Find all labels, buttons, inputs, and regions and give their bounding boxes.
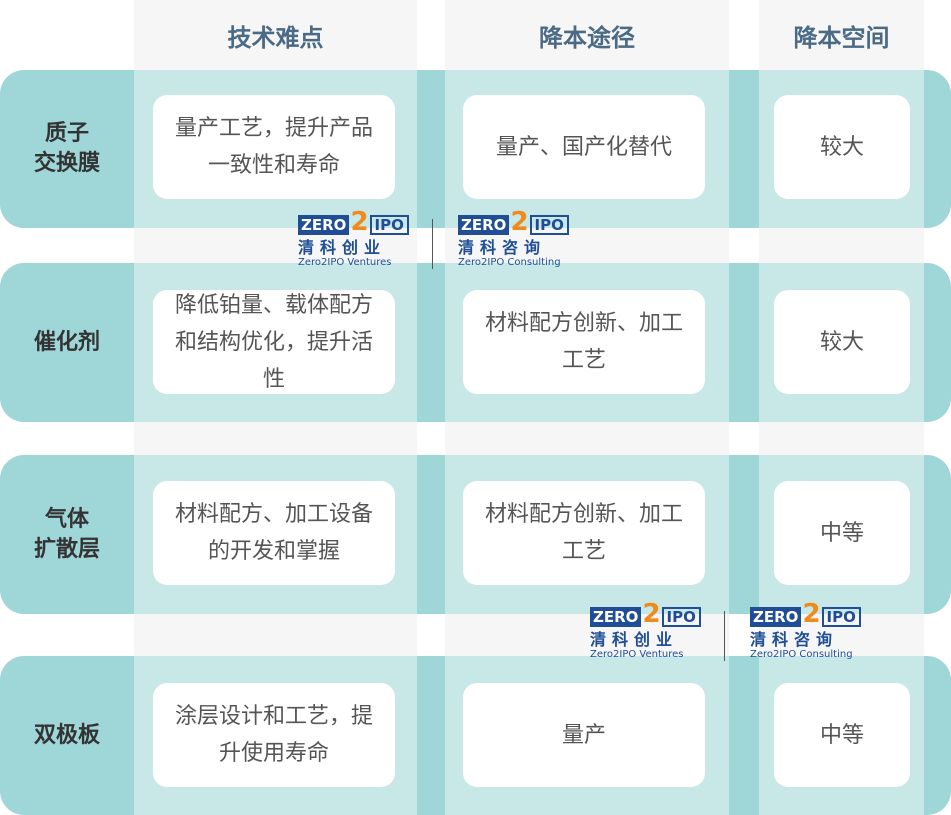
cell-path: 量产、国产化替代: [463, 95, 705, 199]
cell-path: 量产: [463, 683, 705, 787]
cell-space: 中等: [774, 481, 910, 585]
zero2ipo-logo: ZERO 2 IPO: [590, 599, 702, 629]
watermark-consulting: ZERO 2 IPO 清科咨询 Zero2IPO Consulting: [458, 207, 570, 269]
watermark-divider: [432, 219, 433, 269]
watermark-ventures: ZERO 2 IPO 清科创业 Zero2IPO Ventures: [298, 207, 410, 269]
zero2ipo-logo: ZERO 2 IPO: [298, 207, 410, 237]
logo-zero: ZERO: [458, 215, 510, 235]
row-label-bg: [0, 656, 134, 815]
watermark-consulting: ZERO 2 IPO 清科咨询 Zero2IPO Consulting: [750, 599, 862, 661]
row-label: 质子 交换膜: [33, 121, 100, 176]
column-gap: [417, 656, 445, 815]
row-end-bg: [924, 70, 951, 228]
logo-ipo: IPO: [661, 607, 701, 627]
cell-path: 材料配方创新、加工工艺: [463, 290, 705, 394]
cell-space: 中等: [774, 683, 910, 787]
watermark-cn: 清科创业: [298, 238, 387, 257]
cell-space: 较大: [774, 290, 910, 394]
logo-zero: ZERO: [750, 607, 802, 627]
watermark-en: Zero2IPO Consulting: [458, 257, 561, 268]
logo-zero: ZERO: [298, 215, 350, 235]
row-label-bg: [0, 455, 134, 614]
watermark-ventures: ZERO 2 IPO 清科创业 Zero2IPO Ventures: [590, 599, 702, 661]
watermark-en: Zero2IPO Consulting: [750, 649, 853, 660]
row-end-bg: [924, 263, 951, 422]
column-gap: [417, 263, 445, 422]
watermark-cn: 清科咨询: [750, 630, 839, 649]
row-label-bg: [0, 70, 134, 228]
cell-difficulty: 材料配方、加工设备的开发和掌握: [153, 481, 395, 585]
watermark-en: Zero2IPO Ventures: [590, 649, 684, 660]
logo-two: 2: [350, 207, 369, 237]
cell-path: 材料配方创新、加工工艺: [463, 481, 705, 585]
cell-difficulty: 涂层设计和工艺，提升使用寿命: [153, 683, 395, 787]
zero2ipo-logo: ZERO 2 IPO: [750, 599, 862, 629]
column-gap: [729, 656, 759, 815]
logo-ipo: IPO: [369, 215, 409, 235]
table-row: 催化剂 降低铂量、载体配方和结构优化，提升活性 材料配方创新、加工工艺 较大: [0, 263, 951, 422]
cell-difficulty: 降低铂量、载体配方和结构优化，提升活性: [153, 290, 395, 394]
row-label: 气体 扩散层: [33, 506, 100, 562]
column-gap: [729, 70, 759, 228]
watermark-en: Zero2IPO Ventures: [298, 257, 392, 268]
logo-two: 2: [642, 599, 661, 629]
logo-zero: ZERO: [590, 607, 642, 627]
row-label: 催化剂: [33, 329, 100, 355]
table-row: 双极板 涂层设计和工艺，提升使用寿命 量产 中等: [0, 656, 951, 815]
column-gap: [417, 455, 445, 614]
row-end-bg: [924, 656, 951, 815]
table-row: 气体 扩散层 材料配方、加工设备的开发和掌握 材料配方创新、加工工艺 中等: [0, 455, 951, 614]
row-label: 双极板: [33, 722, 100, 748]
logo-two: 2: [510, 207, 529, 237]
header-difficulty: 技术难点: [227, 23, 324, 52]
zero2ipo-logo: ZERO 2 IPO: [458, 207, 570, 237]
header-space: 降本空间: [793, 23, 890, 52]
row-end-bg: [924, 455, 951, 614]
watermark-cn: 清科创业: [590, 630, 679, 649]
header-path: 降本途径: [539, 23, 635, 52]
logo-two: 2: [802, 599, 821, 629]
watermark-cn: 清科咨询: [458, 238, 547, 257]
row-label-bg: [0, 263, 134, 422]
column-gap: [729, 263, 759, 422]
logo-ipo: IPO: [821, 607, 861, 627]
column-gap: [417, 70, 445, 228]
column-gap: [729, 455, 759, 614]
cell-space: 较大: [774, 95, 910, 199]
watermark-divider: [724, 611, 725, 661]
table-row: 质子 交换膜 量产工艺，提升产品一致性和寿命 量产、国产化替代 较大: [0, 70, 951, 228]
logo-ipo: IPO: [529, 215, 569, 235]
cell-difficulty: 量产工艺，提升产品一致性和寿命: [153, 95, 395, 199]
